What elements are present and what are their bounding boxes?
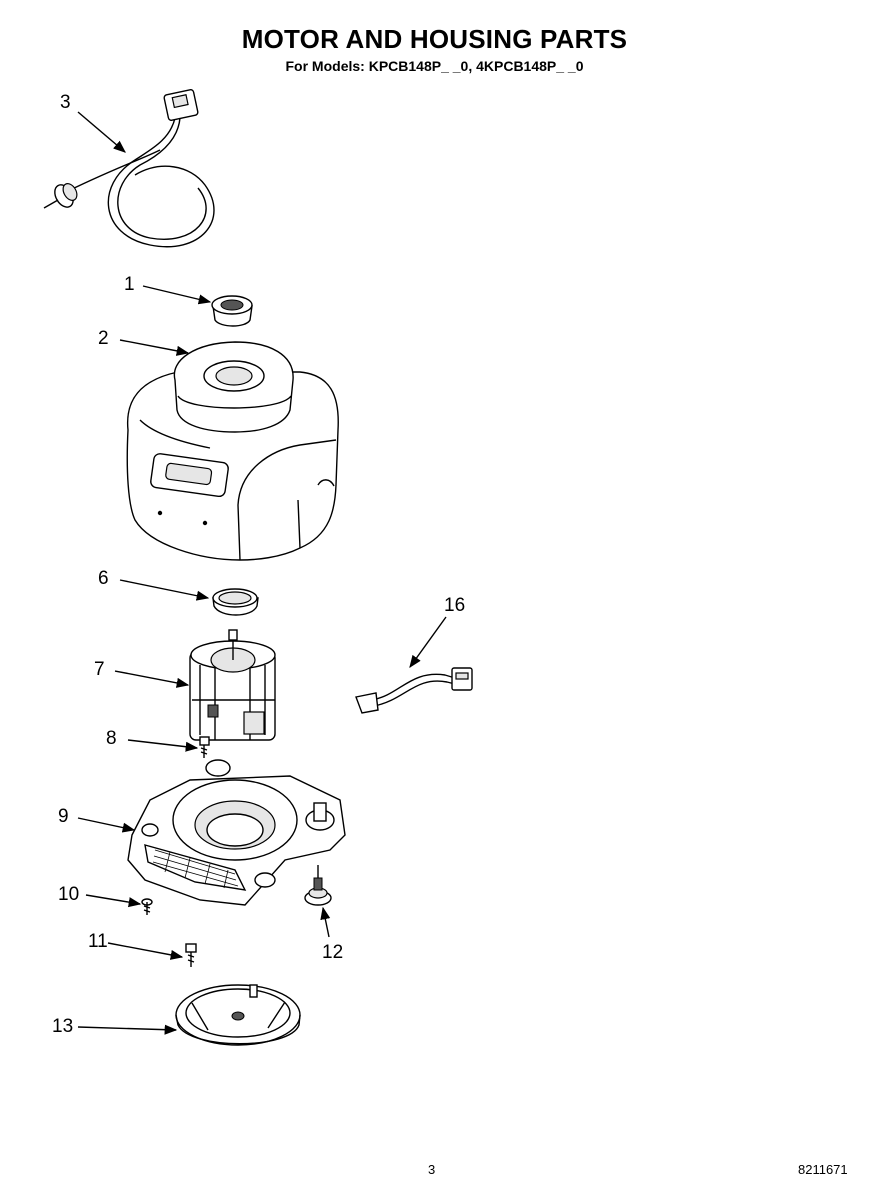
callout-10: 10	[58, 884, 80, 905]
wire-harness-drawing	[355, 667, 473, 714]
power-cord-drawing	[43, 89, 215, 248]
leader-lines	[77, 111, 447, 1035]
callout-2: 2	[98, 328, 109, 349]
motor-drawing	[189, 629, 276, 741]
callout-8: 8	[106, 728, 117, 749]
screw-11-drawing	[185, 943, 197, 967]
callout-6: 6	[98, 568, 109, 589]
callout-1: 1	[124, 274, 135, 295]
callout-16: 16	[444, 595, 466, 616]
callout-3: 3	[60, 92, 71, 113]
drive-coupling-drawing	[211, 295, 253, 327]
base-drawing	[127, 759, 346, 906]
document-number: 8211671	[798, 1162, 848, 1177]
ring-drawing	[212, 588, 259, 616]
callout-7: 7	[94, 659, 105, 680]
screw-8-drawing	[199, 736, 210, 758]
page-title: MOTOR AND HOUSING PARTS	[241, 24, 628, 54]
page-number: 3	[428, 1162, 436, 1177]
callout-12: 12	[322, 942, 344, 963]
callout-9: 9	[58, 806, 69, 827]
screw-10-drawing	[141, 898, 153, 915]
housing-drawing	[126, 341, 339, 561]
callout-13: 13	[52, 1016, 74, 1037]
base-plate-drawing	[175, 984, 301, 1046]
callout-11: 11	[88, 931, 108, 952]
foot-drawing	[304, 865, 332, 906]
models-subtitle: For Models: KPCB148P_ _0, 4KPCB148P_ _0	[285, 58, 584, 74]
